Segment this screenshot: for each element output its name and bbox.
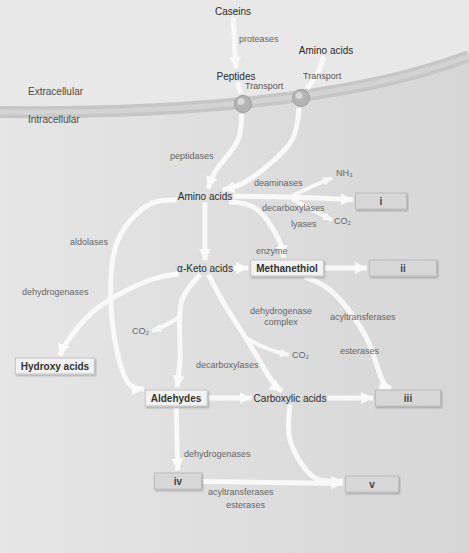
node-text: Carboxylic acids: [254, 393, 327, 404]
transporter-circle: [292, 89, 310, 107]
enzyme-label: dehydrogenases: [22, 287, 89, 297]
numeral-box: v: [345, 476, 399, 493]
enzyme-label: acyltransferases: [208, 487, 274, 497]
enzyme-label: proteases: [239, 34, 279, 44]
compound-name: α-Keto acids: [177, 263, 233, 274]
pathway-arrow: [327, 396, 373, 401]
annotation-label: CO₂: [292, 350, 309, 360]
pathway-arrow: [223, 108, 299, 190]
annotation-label: Intracellular: [28, 114, 80, 125]
annotation-label: esterases: [340, 346, 379, 356]
node-text: ii: [370, 263, 436, 274]
pathway-arrow: [305, 277, 392, 389]
pathway-arrow: [208, 274, 282, 391]
compound-box: Methanethiol: [250, 260, 324, 277]
node-text: iv: [155, 476, 201, 487]
pathway-arrow: [233, 17, 235, 68]
numeral-box: i: [355, 193, 407, 210]
node-text: Hydroxy acids: [21, 361, 89, 372]
transporter: Transport: [292, 89, 310, 107]
annotation-label: esterases: [226, 500, 265, 510]
annotation-label: NH₃: [336, 168, 353, 178]
annotation-label: CO₂: [132, 326, 149, 336]
numeral-box: ii: [369, 260, 437, 277]
enzyme-label: lyases: [291, 219, 317, 229]
compound-name: Peptides: [217, 71, 256, 82]
pathway-arrow: [238, 82, 241, 93]
compound-box: Aldehydes: [145, 390, 208, 407]
node-text: i: [356, 196, 406, 207]
enzyme-label: acyltransferases: [330, 312, 396, 322]
node-text: v: [346, 479, 398, 490]
transporter-body: [235, 96, 252, 113]
pathway-arrow: [177, 274, 200, 387]
node-text: Methanethiol: [256, 263, 318, 274]
transport-label: Transport: [245, 81, 283, 91]
intracellular-area: [0, 56, 469, 553]
enzyme-label: decarboxylases: [196, 360, 259, 370]
enzyme-label: dehydrogenases: [184, 449, 251, 459]
node-text: Aldehydes: [151, 393, 202, 404]
transporter-circle: [234, 95, 252, 113]
compound-name: Amino acids: [299, 45, 353, 56]
node-text: Amino acids: [299, 45, 353, 56]
enzyme-label: aldolases: [70, 237, 108, 247]
compound-name: Carboxylic acids: [254, 393, 327, 404]
pathway-arrow: [60, 274, 179, 356]
pathway-arrow: [208, 396, 251, 401]
annotation-label: decarboxylases: [262, 203, 325, 213]
node-text: Peptides: [217, 71, 256, 82]
enzyme-label: peptidases: [170, 151, 214, 161]
enzyme-label: deaminases: [254, 178, 303, 188]
annotation-label: Extracellular: [28, 86, 83, 97]
pathway-arrow: [234, 266, 248, 271]
pathway-arrow: [203, 203, 208, 261]
node-text: Amino acids: [178, 191, 232, 202]
transporter-highlight: [238, 98, 245, 105]
node-text: iii: [376, 393, 440, 404]
transporter-highlight: [296, 92, 303, 99]
node-text: Caseins: [215, 6, 251, 17]
transporter: Transport: [234, 95, 252, 113]
transport-label: Transport: [303, 71, 341, 81]
enzyme-label: enzyme: [256, 246, 288, 256]
annotation-label: CO₂: [334, 216, 351, 226]
branch-arrow: [152, 316, 181, 331]
numeral-box: iv: [154, 473, 202, 490]
compound-name: Caseins: [215, 6, 251, 17]
compound-box: Hydroxy acids: [15, 358, 95, 375]
numeral-box: iii: [375, 390, 441, 407]
pathway-arrow: [176, 408, 178, 471]
node-text: α-Keto acids: [177, 263, 233, 274]
compound-name: Amino acids: [178, 191, 232, 202]
enzyme-label: dehydrogenase complex: [245, 306, 317, 328]
transporter-body: [293, 90, 310, 107]
pathway-arrow: [325, 266, 367, 271]
pathway-arrow: [288, 405, 343, 482]
pathway-arrow: [233, 196, 353, 199]
